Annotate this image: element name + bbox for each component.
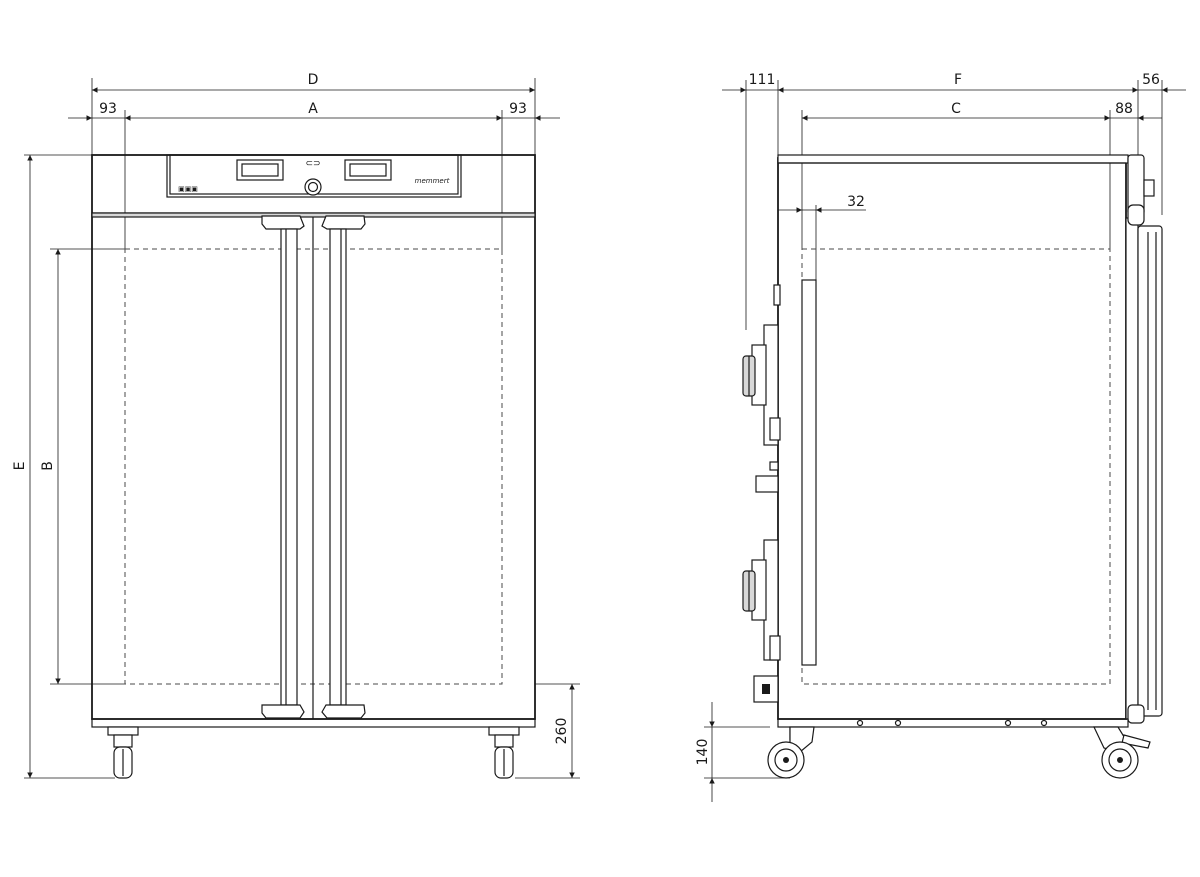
dimension-b: B (40, 248, 125, 685)
dimension-c: C 88 (801, 101, 1162, 250)
front-caster-brake (1093, 726, 1151, 779)
left-door-handle (261, 215, 305, 719)
dimension-left-margin-label: 93 (99, 101, 117, 117)
rear-caster (767, 726, 815, 779)
dimension-base-height-label: 260 (554, 718, 570, 745)
front-view: D 93 A 93 E B (12, 72, 580, 779)
dimension-f: 111 F 56 (722, 72, 1186, 330)
dimension-foot-height: 140 (695, 702, 790, 802)
base-holes (856, 719, 1048, 727)
dimension-wall-offset: 32 (778, 194, 866, 280)
dimension-b-label: B (40, 461, 56, 471)
dimension-door-offset-label: 88 (1115, 101, 1133, 117)
dimension-front-depth-label: 56 (1142, 72, 1160, 88)
front-right-caster (488, 726, 520, 779)
dimension-d-label: D (308, 72, 319, 88)
dimension-d: D (91, 72, 536, 155)
control-panel: ⊂⊃ ▣▣▣ memmert (166, 154, 462, 198)
rear-fan-lower (742, 539, 781, 661)
dimension-e: E (12, 154, 115, 779)
side-interior-chamber (801, 248, 1111, 685)
control-knob (304, 178, 322, 196)
side-cabinet-body (777, 157, 1127, 720)
rear-connector (755, 475, 779, 493)
panel-icon: ⊂⊃ (305, 159, 320, 169)
dimension-foot-height-label: 140 (695, 739, 711, 766)
dimension-right-margin-label: 93 (509, 101, 527, 117)
dimension-wall-offset-label: 32 (847, 194, 865, 210)
dimension-e-label: E (12, 462, 28, 471)
dimension-f-label: F (954, 72, 962, 88)
rear-fan-upper (742, 284, 781, 446)
dimension-rear-depth-label: 111 (749, 72, 776, 88)
side-door (1125, 154, 1163, 724)
brand-logo: memmert (415, 177, 450, 185)
dimension-c-label: C (951, 101, 961, 117)
dimension-base-height: 260 (515, 683, 580, 779)
dimension-a: 93 A 93 (68, 101, 560, 250)
side-view: 111 F 56 C 88 32 1 (695, 72, 1186, 802)
right-door-handle (321, 215, 366, 719)
dimension-a-label: A (308, 101, 318, 117)
front-left-caster (107, 726, 139, 779)
panel-mini-icons: ▣▣▣ (178, 185, 198, 193)
